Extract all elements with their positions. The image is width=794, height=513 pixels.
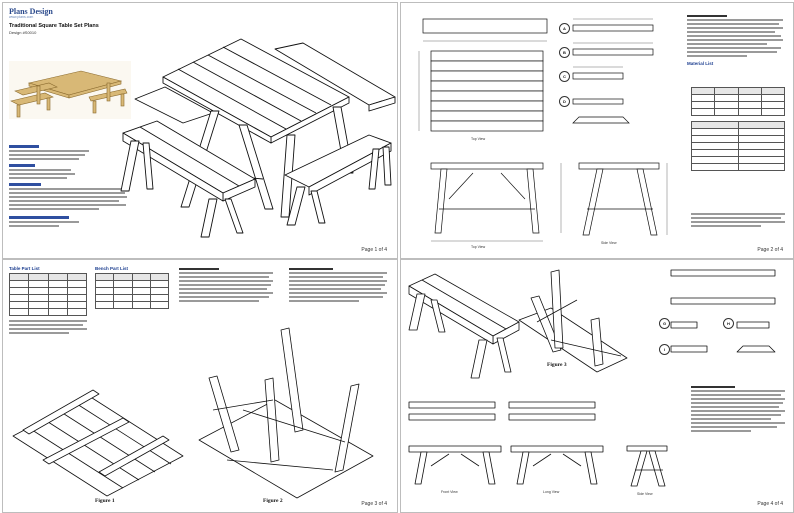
figure-label: Figure 3 [547, 362, 567, 368]
page-number: Page 3 of 4 [361, 501, 387, 507]
view-label: Top View [471, 137, 486, 141]
callout-c: C [559, 71, 570, 82]
plan-title: Traditional Square Table Set Plans [9, 23, 99, 29]
plan-sheet-1: Plans Design www.plans.com Traditional S… [2, 2, 398, 259]
callout-d: D [559, 96, 570, 107]
table-part-list [8, 273, 88, 316]
step-text-1 [9, 318, 89, 336]
plan-sheet-3: Table Part List Bench Part List [2, 259, 398, 513]
step-text-3 [289, 266, 389, 304]
product-photo [9, 61, 131, 119]
figure-label: Figure 1 [95, 498, 115, 504]
callout-i: I [659, 344, 670, 355]
page-number: Page 2 of 4 [757, 247, 783, 253]
title-block: Plans Design www.plans.com Traditional S… [9, 7, 129, 35]
hardware-table [691, 121, 785, 171]
callout-h: H [723, 318, 734, 329]
bench-drawings [408, 269, 776, 487]
callout-b: B [559, 47, 570, 58]
plan-design-number: Design #S0010 [9, 30, 37, 35]
material-list-header: Material List [687, 61, 714, 66]
bench-part-list [94, 273, 170, 309]
notes-block [691, 211, 787, 229]
product-photo-drawing [10, 70, 128, 118]
table-isometric-drawing [120, 38, 396, 238]
plan-sheet-4: Figure 3 Front View Long View Side View … [400, 259, 794, 513]
figure-label: Figure 2 [263, 498, 283, 504]
assembly-drawings [12, 327, 374, 499]
orthographic-views [418, 18, 668, 242]
table-part-list-title: Table Part List [9, 266, 40, 271]
brand-url: www.plans.com [9, 15, 34, 19]
instructions-block: Material List [687, 13, 785, 66]
brand-logo: Plans Design [9, 7, 53, 16]
callout-g: G [659, 318, 670, 329]
callout-a: A [559, 23, 570, 34]
bench-part-list-title: Bench Part List [95, 266, 129, 271]
page-number: Page 1 of 4 [361, 247, 387, 253]
view-label: Top View [471, 245, 486, 249]
step-text-2 [179, 266, 275, 304]
view-label: Long View [543, 490, 560, 494]
view-label: Front View [441, 490, 458, 494]
plan-sheet-2: Top View Top View Side View A B C D Mate… [400, 2, 794, 259]
view-label: Side View [601, 241, 617, 245]
assembly-instructions [691, 384, 787, 434]
page-number: Page 4 of 4 [757, 501, 783, 507]
specs-block [9, 145, 129, 229]
view-label: Side View [637, 492, 653, 496]
material-table [690, 87, 786, 116]
